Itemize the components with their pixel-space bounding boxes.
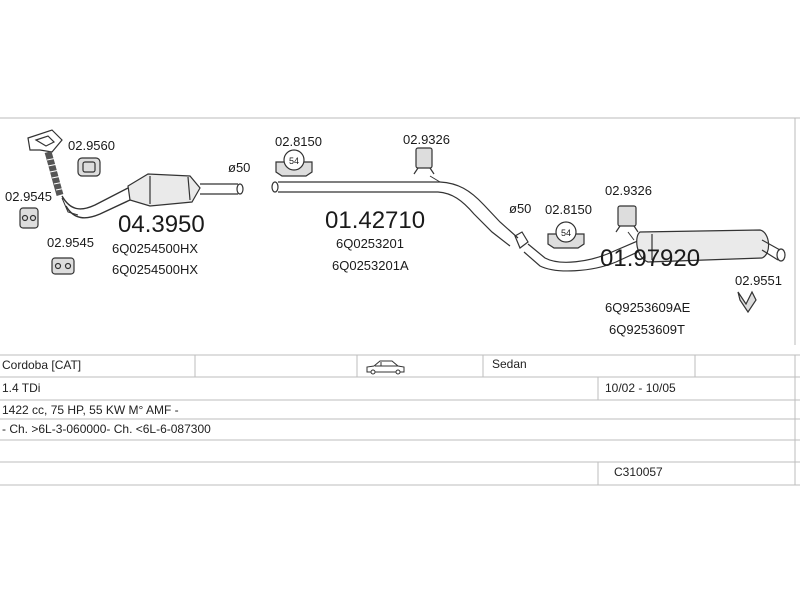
- part-number-tail-hanger: 02.9551: [735, 273, 782, 288]
- sensor-lead: [61, 197, 79, 216]
- rubber-hanger-icon: [737, 290, 757, 314]
- part-number-clamp: 02.9560: [68, 138, 115, 153]
- table-model: Cordoba [CAT]: [2, 358, 82, 372]
- flex-pipe-ribs: [46, 157, 67, 191]
- catalyst-section: [27, 129, 244, 219]
- oem-number-middle-pipe-1: 6Q0253201: [336, 236, 404, 251]
- oem-number-middle-pipe-2: 6Q0253201A: [332, 258, 409, 273]
- middle-pipe-end: [514, 231, 529, 249]
- part-number-hanger-lower: 02.9545: [47, 235, 94, 250]
- diameter-label-rear: ø50: [509, 201, 531, 216]
- manifold-flange-hole: [34, 135, 56, 147]
- part-number-hanger-upper: 02.9545: [5, 189, 52, 204]
- clamp-size-mid: 54: [289, 156, 299, 166]
- table-years: 10/02 - 10/05: [605, 381, 676, 395]
- rear-pipe-upper: [527, 239, 641, 263]
- table-spec: 1422 cc, 75 HP, 55 KW M° AMF -: [2, 403, 179, 417]
- downpipe-upper: [61, 187, 129, 210]
- silencer-body: [636, 229, 770, 263]
- oem-number-rear-silencer-1: 6Q9253609AE: [605, 300, 691, 315]
- middle-pipe-lower: [278, 191, 511, 247]
- rubber-hanger-icon: [615, 205, 639, 233]
- tailpipe: [761, 239, 781, 261]
- rear-silencer: [523, 229, 786, 272]
- tailpipe-end: [776, 248, 786, 262]
- table-engine: 1.4 TDi: [2, 381, 41, 395]
- downpipe-lower: [65, 199, 131, 219]
- oem-number-rear-silencer-2: 6Q9253609T: [609, 322, 685, 337]
- part-number-hanger-mid: 02.9326: [403, 132, 450, 147]
- part-number-hanger-rear: 02.9326: [605, 183, 652, 198]
- table-code: C310057: [614, 465, 663, 479]
- middle-pipe-bracket: [429, 175, 441, 183]
- middle-pipe-upper: [278, 181, 519, 239]
- vehicle-table-grid: [0, 354, 800, 486]
- clamp-icon: [77, 157, 101, 177]
- catalyst-body: [127, 173, 201, 207]
- diameter-label-front: ø50: [228, 160, 250, 175]
- part-number-catalyst: 04.3950: [118, 211, 205, 238]
- rubber-hanger-icon: [413, 147, 435, 175]
- clamp-size-rear: 54: [561, 228, 571, 238]
- table-body-type: Sedan: [492, 357, 527, 371]
- oem-number-catalyst-2: 6Q0254500HX: [112, 262, 198, 277]
- middle-pipe: [271, 175, 529, 249]
- rear-pipe-lower: [523, 249, 643, 272]
- table-chassis: - Ch. >6L-3-060000- Ch. <6L-6-087300: [2, 422, 211, 436]
- pipe-clamp-icon: [547, 221, 585, 249]
- silencer-bracket: [627, 231, 635, 241]
- pipe-clamp-icon: [275, 149, 313, 177]
- part-number-clamp-mid: 02.8150: [275, 134, 322, 149]
- part-number-clamp-rear: 02.8150: [545, 202, 592, 217]
- catalyst-outlet: [200, 183, 238, 195]
- part-number-rear-silencer: 01.97920: [600, 245, 700, 272]
- sedan-car-icon: [366, 360, 405, 375]
- oem-number-catalyst-1: 6Q0254500HX: [112, 241, 198, 256]
- rubber-hanger-icon: [19, 207, 39, 229]
- part-number-middle-pipe: 01.42710: [325, 207, 425, 234]
- catalyst-seams: [149, 176, 191, 204]
- rubber-hanger-icon: [51, 257, 75, 275]
- catalyst-outlet-end: [236, 183, 244, 195]
- flex-pipe: [44, 150, 64, 196]
- manifold-flange: [27, 129, 63, 153]
